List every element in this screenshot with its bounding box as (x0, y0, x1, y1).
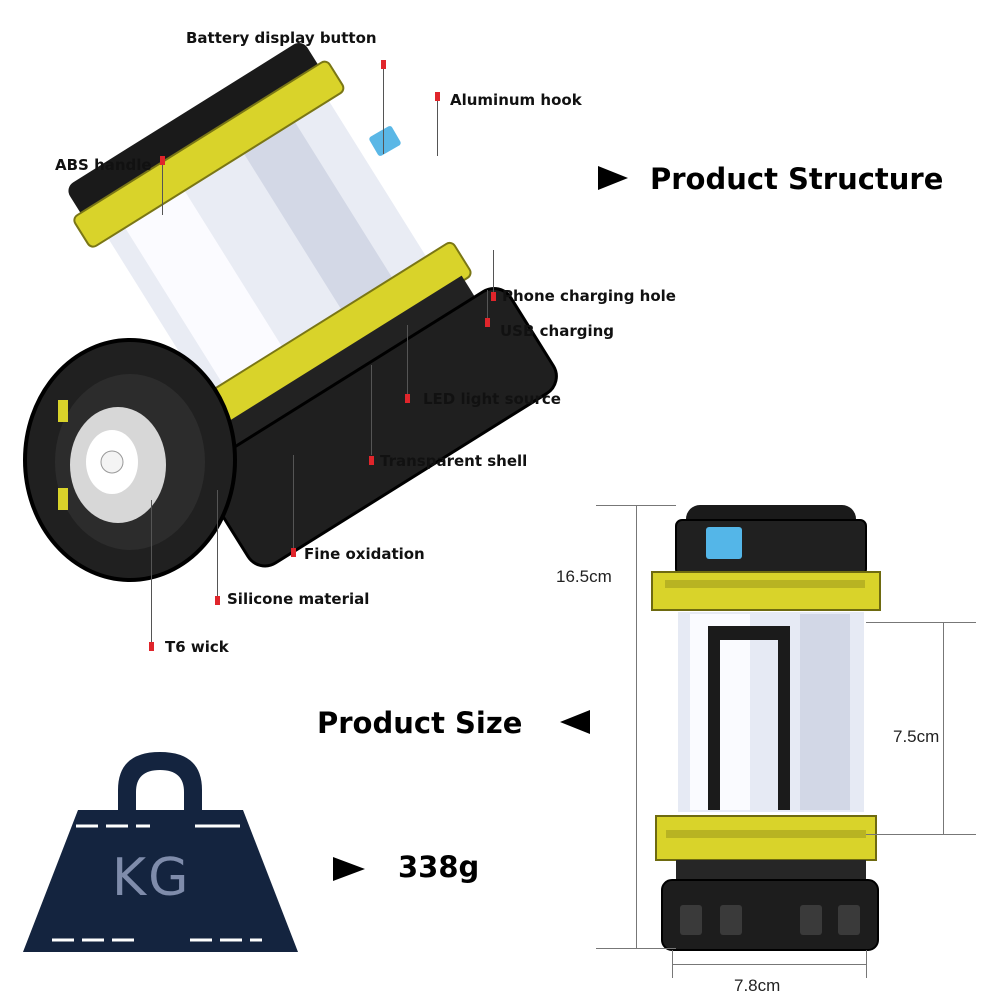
dim-height-top (596, 505, 676, 506)
dim-light-top (866, 622, 976, 623)
arrow-left-icon (560, 710, 590, 734)
dim-height-label: 16.5cm (556, 567, 612, 586)
label-usb-charging: USB charging (500, 322, 615, 340)
lead-hook (437, 96, 438, 156)
lead-usb (487, 290, 488, 320)
tick-usb (485, 318, 490, 327)
dim-width-right (866, 950, 867, 978)
label-silicone-material: Silicone material (227, 590, 370, 608)
heading-product-structure: Product Structure (650, 162, 944, 196)
tick-battery (381, 60, 386, 69)
dim-width-label: 7.8cm (734, 976, 781, 995)
tick-t6 (149, 642, 154, 651)
lead-shell (371, 365, 372, 455)
lead-battery (383, 64, 384, 154)
dim-height-bottom (596, 948, 676, 949)
tick-phone (491, 292, 496, 301)
lead-handle (162, 160, 163, 215)
dim-height-line (636, 505, 637, 948)
heading-product-size: Product Size (317, 706, 523, 740)
label-abs-handle: ABS handle (55, 156, 152, 174)
tick-handle (160, 156, 165, 165)
label-t6-wick: T6 wick (165, 638, 229, 656)
label-aluminum-hook: Aluminum hook (450, 91, 582, 109)
lead-phone (493, 250, 494, 295)
tick-oxidation (291, 548, 296, 557)
arrow-right-icon-weight (333, 857, 365, 881)
tick-silicone (215, 596, 220, 605)
lead-t6 (151, 500, 152, 645)
tick-led (405, 394, 410, 403)
label-led-light-source: LED light source (423, 390, 561, 408)
dim-light-bottom (866, 834, 976, 835)
weight-value: 338g (398, 850, 480, 884)
tick-hook (435, 92, 440, 101)
lead-oxidation (293, 455, 294, 550)
dim-light-line (943, 622, 944, 834)
weight-icon-label: KG (112, 848, 191, 908)
lead-silicone (217, 490, 218, 600)
label-transparent-shell: Transparent shell (380, 452, 528, 470)
tick-shell (369, 456, 374, 465)
label-fine-oxidation: Fine oxidation (304, 545, 425, 563)
dim-light-label: 7.5cm (893, 727, 940, 746)
dim-width-line (672, 964, 867, 965)
label-battery-display-button: Battery display button (186, 29, 377, 47)
lead-led (407, 325, 408, 395)
dim-width-left (672, 950, 673, 978)
arrow-right-icon (598, 166, 628, 190)
label-phone-charging-hole: Phone charging hole (502, 287, 676, 305)
